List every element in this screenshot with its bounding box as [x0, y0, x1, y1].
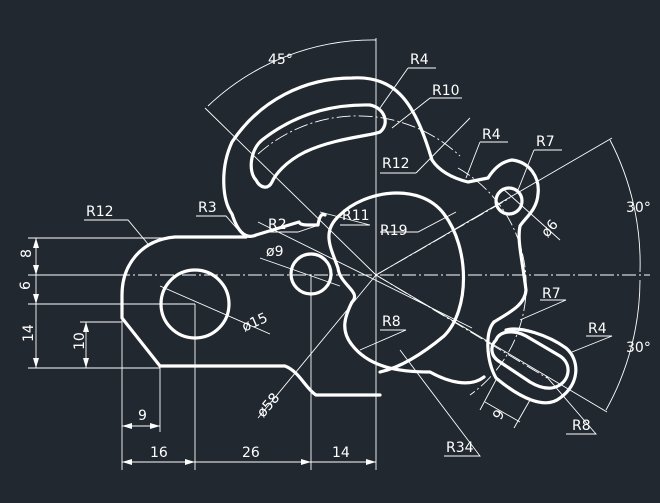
leader-r8-lower	[545, 375, 597, 435]
label-dia15: ø15	[240, 310, 271, 335]
label-r2: R2	[268, 217, 287, 233]
upper-slot-center-arc	[257, 115, 461, 157]
label-dia9: ø9	[266, 244, 283, 260]
label-h9-slot: 9	[490, 407, 508, 423]
label-r10: R10	[432, 83, 460, 99]
angle-30-bottom-ray	[375, 274, 608, 413]
angle-30-bottom-arc	[605, 279, 641, 411]
outer-contour-bottom	[327, 191, 486, 385]
leader-r7-top	[517, 149, 535, 191]
label-r7-lower: R7	[542, 286, 561, 302]
arrow-9-left	[122, 423, 132, 429]
outer-contour-left	[222, 76, 540, 324]
outer-contour-right-lower	[486, 320, 578, 405]
part-outline	[120, 76, 578, 405]
lower-slot	[490, 330, 570, 390]
label-r3: R3	[198, 200, 217, 216]
label-angle-30-top: 30°	[626, 200, 651, 216]
ext-line-slot-a	[479, 379, 497, 411]
leader-r12-inner	[415, 117, 471, 174]
arrow-h-14	[366, 459, 376, 465]
leader-dia9	[259, 257, 341, 287]
leader-r4-lower	[571, 335, 613, 353]
dim-line-slot-9	[484, 401, 521, 423]
label-angle-45: 45°	[268, 52, 293, 68]
leaders	[84, 67, 613, 457]
leader-r10	[391, 97, 431, 129]
arrowheads	[33, 238, 376, 465]
label-v10: 10	[72, 332, 88, 350]
upper-arc-slot	[249, 103, 387, 189]
leader-r8-center	[359, 329, 407, 351]
leader-dia6	[501, 187, 561, 241]
arrow-10-bottom	[83, 358, 89, 368]
arrow-v-top	[33, 238, 39, 248]
center-lines	[28, 38, 650, 470]
leader-r11	[319, 211, 371, 226]
angle-30-top-ray	[375, 137, 613, 276]
arrow-10-top	[83, 322, 89, 332]
label-r4-right: R4	[482, 127, 501, 143]
label-r4-lower: R4	[588, 321, 607, 337]
hole-dia6	[494, 186, 524, 216]
label-r12-inner: R12	[382, 156, 410, 172]
features	[159, 103, 570, 390]
center-diagonal	[257, 221, 473, 329]
label-h9-left: 9	[138, 408, 147, 424]
arrow-h-16	[185, 459, 195, 465]
label-r8-lower: R8	[572, 418, 591, 434]
label-dia6: ø6	[538, 217, 562, 241]
angle-45-arc	[207, 39, 377, 107]
label-h14: 14	[332, 445, 350, 461]
label-h16: 16	[150, 445, 168, 461]
leader-r7-lower	[519, 299, 567, 321]
leader-r2	[266, 225, 317, 233]
label-r8-center: R8	[382, 314, 401, 330]
right-center-arc	[457, 167, 527, 396]
leader-dia58	[257, 274, 377, 419]
angle-45-ray	[204, 107, 377, 276]
label-v14: 14	[21, 324, 37, 342]
arrow-h-left	[122, 459, 132, 465]
label-v6: 6	[18, 281, 34, 290]
arrow-h-26	[301, 459, 311, 465]
ext-line-slot-b	[513, 399, 531, 429]
left-lug	[120, 235, 382, 397]
label-v8: 8	[19, 249, 35, 258]
arrow-v-bottom	[33, 358, 39, 368]
label-r19: R19	[380, 223, 408, 239]
leader-r12-left	[84, 219, 149, 245]
angle-30-top-arc	[609, 139, 641, 273]
label-r12-left: R12	[86, 204, 114, 220]
label-r4-top: R4	[410, 52, 429, 68]
leader-r34	[399, 349, 481, 457]
arrow-v-mid-a	[33, 265, 39, 275]
leader-r3	[196, 215, 241, 233]
label-h26: 26	[242, 445, 260, 461]
leader-dia15	[159, 285, 271, 335]
label-angle-30-bottom: 30°	[626, 340, 651, 356]
arrow-v-mid-b	[33, 294, 39, 304]
label-dia58: ø58	[254, 390, 283, 421]
leader-r4-right	[465, 141, 481, 179]
leader-r4-top	[379, 67, 409, 109]
label-r34: R34	[446, 440, 474, 456]
arrow-9-right	[150, 423, 160, 429]
leader-r19	[380, 211, 457, 233]
label-r11: R11	[342, 208, 370, 224]
label-r7-top: R7	[536, 134, 555, 150]
